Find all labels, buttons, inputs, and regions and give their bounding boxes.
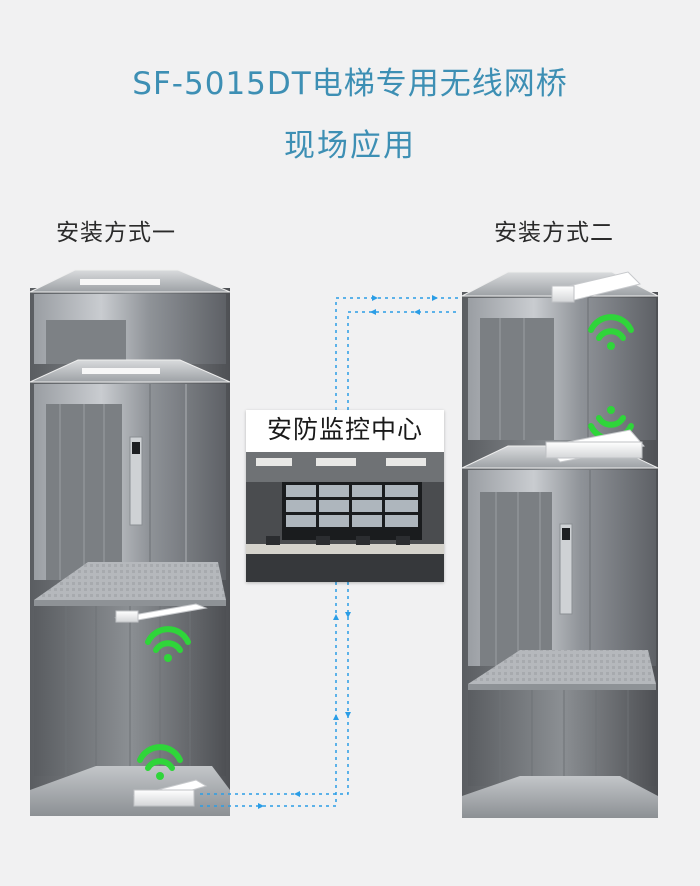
monitoring-center-panel: 安防监控中心 xyxy=(246,410,444,582)
monitoring-room-photo xyxy=(246,452,444,582)
method-one-label: 安装方式一 xyxy=(56,220,176,246)
monitoring-center-caption: 安防监控中心 xyxy=(246,410,444,450)
wireless-bridge-device xyxy=(545,429,645,463)
link-arrows xyxy=(258,295,438,809)
wireless-bridge-device xyxy=(114,603,208,623)
page-subtitle: 现场应用 xyxy=(284,128,416,164)
method-two-label: 安装方式二 xyxy=(494,220,614,246)
elevator-right xyxy=(461,271,659,818)
wifi-signal-icon xyxy=(145,626,191,662)
wireless-bridge-device xyxy=(550,271,641,303)
network-link xyxy=(200,297,460,807)
page-title: SF-5015DT电梯专用无线网桥 xyxy=(132,66,568,102)
wifi-signal-icon xyxy=(588,314,634,350)
wifi-signal-icon xyxy=(137,744,183,780)
elevator-left xyxy=(29,269,231,816)
wireless-bridge-device xyxy=(132,779,208,807)
